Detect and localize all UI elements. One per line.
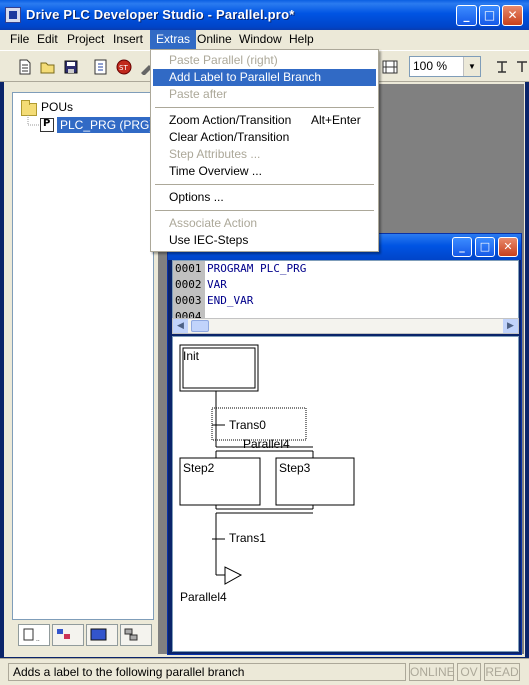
menu-separator (155, 210, 374, 211)
status-read: READ (484, 663, 520, 681)
zoom-value: 100 % (413, 59, 448, 73)
sfc-editor[interactable]: Init Trans0 Parallel4 Step2 Step3 Trans1… (172, 336, 519, 652)
step3-box (275, 457, 355, 506)
tab-pous[interactable]: .. (18, 624, 50, 646)
init-step-label[interactable]: Init (183, 349, 200, 363)
pou-icon (40, 118, 54, 132)
menu-help[interactable]: Help (289, 32, 314, 46)
menu-extras[interactable]: Extras (150, 30, 197, 49)
tab-resources[interactable] (120, 624, 152, 646)
close-button[interactable]: ✕ (502, 5, 523, 26)
menu-item-clear-action-transition[interactable]: Clear Action/Transition (169, 130, 290, 144)
menu-item-step-attributes[interactable]: Step Attributes ... (169, 147, 261, 161)
maximize-button[interactable]: □ (479, 5, 500, 26)
open-folder-icon[interactable] (37, 56, 59, 78)
sfc-parallel-icon[interactable] (379, 56, 401, 78)
horizontal-scrollbar[interactable]: ◀ ▶ (172, 318, 519, 334)
extras-menu: Paste Parallel (right) Add Label to Para… (150, 49, 379, 252)
menu-bar: File Edit Project Insert Extras Online W… (0, 30, 529, 50)
sfc-diagram (179, 344, 355, 585)
step2-label[interactable]: Step2 (183, 461, 215, 475)
editor-minimize-button[interactable]: _ (452, 237, 472, 257)
menu-item-options[interactable]: Options ... (169, 190, 224, 204)
window-title: Drive PLC Developer Studio - Parallel.pr… (26, 7, 295, 22)
status-bar: Adds a label to the following parallel b… (0, 658, 529, 685)
scroll-left-icon[interactable]: ◀ (173, 319, 188, 333)
svg-text:..: .. (36, 636, 40, 643)
jump-target-label[interactable]: Parallel4 (180, 590, 227, 604)
minimize-button[interactable]: _ (456, 5, 477, 26)
step3-label[interactable]: Step3 (279, 461, 311, 475)
menu-shortcut: Alt+Enter (311, 113, 361, 127)
menu-item-zoom-action-transition[interactable]: Zoom Action/Transition Alt+Enter (169, 113, 361, 127)
compile-icon[interactable] (90, 56, 112, 78)
zoom-select[interactable]: 100 % ▼ (409, 56, 481, 77)
svg-text:ST: ST (119, 64, 128, 72)
menu-insert[interactable]: Insert (113, 32, 144, 46)
new-file-icon[interactable] (14, 56, 36, 78)
menu-online[interactable]: Online (197, 32, 232, 46)
tree-item-plc-prg[interactable]: PLC_PRG (PRG) (57, 117, 157, 133)
step-transition-icon[interactable] (492, 56, 514, 78)
parallel-branch-label[interactable]: Parallel4 (243, 437, 290, 451)
tool-icon[interactable] (136, 56, 158, 78)
menu-item-paste-after[interactable]: Paste after (169, 87, 228, 101)
tab-visualizations[interactable] (86, 624, 118, 646)
menu-item-paste-parallel-right[interactable]: Paste Parallel (right) (169, 53, 278, 67)
menu-separator (155, 184, 374, 185)
menu-file[interactable]: File (10, 32, 30, 46)
trans1-label[interactable]: Trans1 (229, 531, 266, 545)
status-online: ONLINE (409, 663, 455, 681)
save-icon[interactable] (60, 56, 82, 78)
menu-item-use-iec-steps[interactable]: Use IEC-Steps (169, 233, 249, 247)
tree-connector (27, 115, 41, 126)
jump-arrow (224, 566, 243, 585)
menu-project[interactable]: Project (67, 32, 105, 46)
menu-edit[interactable]: Edit (37, 32, 58, 46)
menu-window[interactable]: Window (239, 32, 282, 46)
menu-separator (155, 107, 374, 108)
menu-item-associate-action[interactable]: Associate Action (169, 216, 258, 230)
pou-tree[interactable]: POUs PLC_PRG (PRG) (12, 92, 157, 620)
status-message: Adds a label to the following parallel b… (8, 663, 406, 681)
object-organizer: POUs PLC_PRG (PRG) .. (4, 86, 157, 652)
editor-maximize-button[interactable]: □ (475, 237, 495, 257)
menu-item-add-label-parallel-branch[interactable]: Add Label to Parallel Branch (153, 69, 376, 86)
status-ov: OV (457, 663, 481, 681)
app-icon[interactable] (5, 7, 21, 23)
editor-close-button[interactable]: ✕ (498, 237, 518, 257)
title-bar[interactable]: Drive PLC Developer Studio - Parallel.pr… (0, 0, 529, 30)
transition-selection (211, 407, 307, 441)
folder-icon (21, 100, 37, 116)
step2-box (179, 457, 261, 506)
menu-item-time-overview[interactable]: Time Overview ... (169, 164, 262, 178)
scroll-right-icon[interactable]: ▶ (503, 319, 518, 333)
scroll-thumb[interactable] (191, 320, 209, 332)
init-step-inner (182, 347, 256, 389)
tab-data-types[interactable] (52, 624, 84, 646)
trans0-label[interactable]: Trans0 (229, 418, 266, 432)
init-step-box (179, 344, 259, 392)
step-transition-after-icon[interactable] (512, 56, 528, 78)
stop-icon[interactable]: ST (113, 56, 135, 78)
tree-root-pous[interactable]: POUs (41, 100, 74, 114)
chevron-down-icon[interactable]: ▼ (463, 57, 480, 76)
